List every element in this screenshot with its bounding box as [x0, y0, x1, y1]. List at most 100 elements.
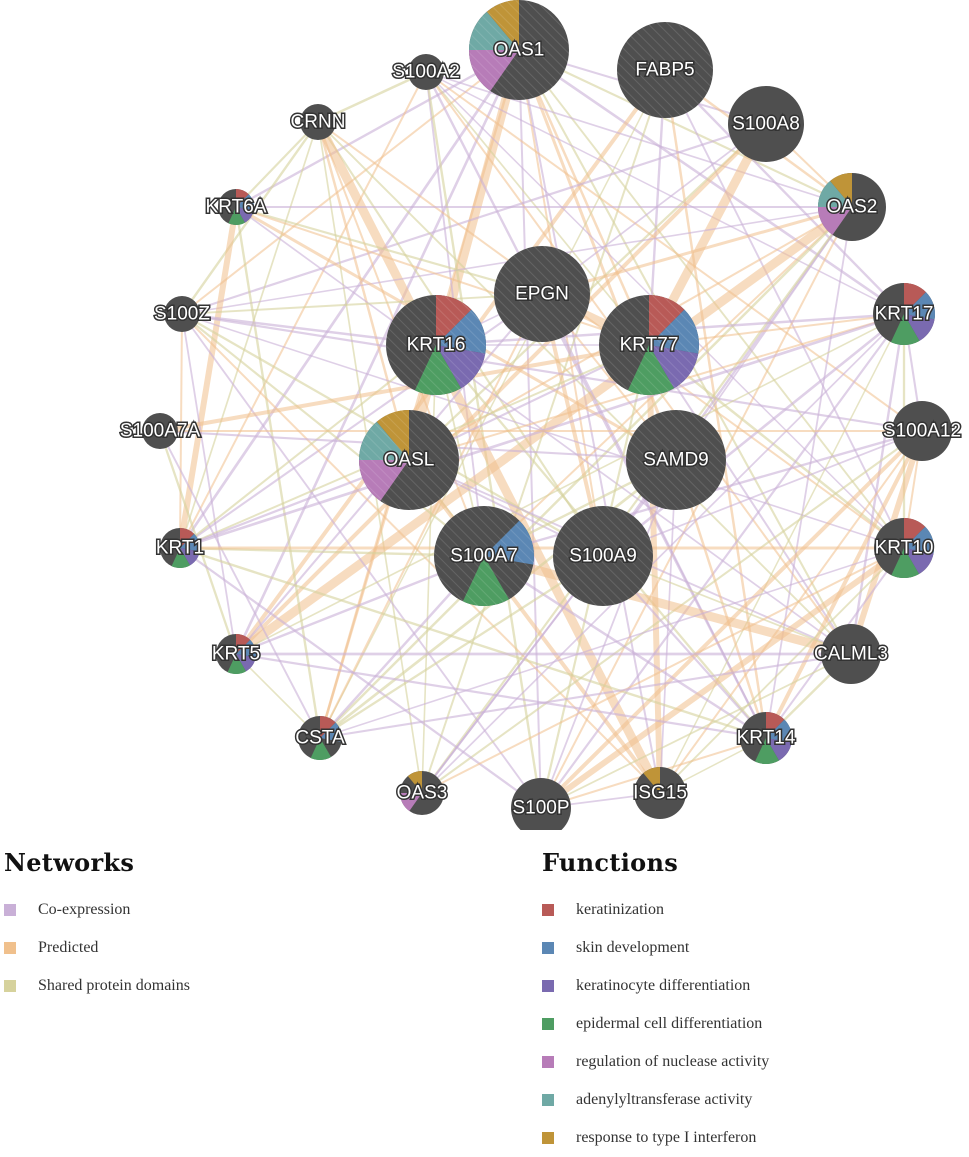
edge-coexpression [518, 49, 661, 794]
edge-predicted [159, 343, 650, 433]
legend-item-predicted: Predicted [4, 929, 190, 967]
function-slice-epidermal-cell-differentiation [171, 548, 190, 569]
edge-coexpression [602, 312, 905, 558]
gene-node-krt6a[interactable]: KRT6A [204, 189, 268, 225]
edge-coexpression [235, 652, 767, 740]
edge-shared-protein-domains [317, 121, 852, 655]
gene-node-krt17[interactable]: KRT17 [873, 283, 936, 346]
gene-label: KRT14 [737, 728, 796, 749]
gene-node-oasl[interactable]: OASL [359, 410, 459, 510]
function-slice-skin-development [236, 194, 255, 211]
legend-item-label: keratinocyte differentiation [576, 977, 751, 994]
gene-node-krt14[interactable]: KRT14 [735, 712, 797, 764]
edge-coexpression [483, 554, 767, 740]
gene-node-krt16[interactable]: KRT16 [386, 295, 487, 396]
keratinization-swatch [542, 904, 554, 916]
edge-shared-protein-domains [659, 313, 905, 794]
gene-label: KRT5 [212, 644, 260, 665]
keratinocyte-differentiation-swatch [542, 980, 554, 992]
gene-node-s100a7a[interactable]: S100A7A [118, 413, 202, 449]
edge-coexpression [319, 652, 852, 740]
gene-node-s100a9[interactable]: S100A9 [553, 506, 653, 606]
gene-node-crnn[interactable]: CRNN [289, 104, 347, 140]
edge-predicted [425, 71, 923, 432]
function-slice-keratinization [320, 716, 336, 738]
gene-label: CRNN [291, 112, 346, 133]
legend-item-keratinization: keratinization [542, 891, 769, 929]
gene-node-circle [142, 413, 178, 449]
edge-coexpression [518, 48, 905, 316]
edge-shared-protein-domains [235, 205, 543, 296]
edge-coexpression [181, 313, 542, 809]
gene-node-s100a2[interactable]: S100A2 [391, 54, 461, 90]
functions-legend: Functions keratinization skin developmen… [542, 848, 769, 1157]
gene-node-circle [408, 54, 444, 90]
gene-node-calml3[interactable]: CALML3 [813, 624, 889, 684]
edge-predicted [179, 71, 427, 549]
legend-item-label: skin development [576, 939, 690, 956]
function-slice-regulation-of-nuclease-activity [818, 207, 852, 235]
network-edges [158, 48, 925, 811]
edge-coexpression [602, 430, 923, 557]
edge-coexpression [659, 459, 677, 794]
legend-item-label: Shared protein domains [38, 977, 190, 994]
gene-label: S100A2 [392, 62, 460, 83]
edge-coexpression [518, 49, 542, 809]
adenylyltransferase-activity-swatch [542, 1094, 554, 1106]
gene-node-oas2[interactable]: OAS2 [818, 173, 886, 241]
edge-predicted [482, 551, 853, 659]
gene-label: OAS2 [827, 197, 878, 218]
gene-node-krt77[interactable]: KRT77 [599, 295, 700, 396]
query-gene-hatch [494, 246, 590, 342]
edge-coexpression [178, 49, 521, 549]
edge-shared-protein-domains [234, 206, 322, 739]
function-slice-epidermal-cell-differentiation [891, 548, 919, 579]
regulation-of-nuclease-activity-swatch [542, 1056, 554, 1068]
edge-coexpression [234, 49, 521, 655]
legend-item-label: adenylyltransferase activity [576, 1091, 753, 1108]
gene-node-s100a7[interactable]: S100A7 [434, 506, 535, 607]
gene-node-s100p[interactable]: S100P [511, 778, 571, 830]
edge-shared-protein-domains [421, 206, 853, 794]
gene-node-s100a8[interactable]: S100A8 [728, 86, 804, 162]
function-slice-keratinization [236, 634, 251, 654]
gene-node-circle [728, 86, 804, 162]
gene-node-csta[interactable]: CSTA [294, 716, 346, 761]
gene-node-oas3[interactable]: OAS3 [395, 771, 449, 815]
function-slice-keratinocyte-differentiation [904, 314, 935, 341]
edge-predicted [421, 547, 905, 794]
edge-shared-protein-domains [421, 430, 923, 794]
legend-item-label: Co-expression [38, 901, 131, 918]
gene-node-circle [300, 104, 336, 140]
gene-node-fabp5[interactable]: FABP5 [617, 22, 713, 118]
edge-coexpression [235, 48, 520, 209]
gene-node-krt5[interactable]: KRT5 [210, 634, 262, 675]
legend-item-label: epidermal cell differentiation [576, 1015, 763, 1032]
edge-shared-protein-domains [425, 71, 650, 346]
gene-label: OAS1 [494, 40, 545, 61]
gene-node-samd9[interactable]: SAMD9 [626, 410, 726, 510]
gene-label: CSTA [295, 728, 345, 749]
gene-node-circle [511, 778, 571, 830]
gene-node-krt10[interactable]: KRT10 [873, 518, 935, 579]
edge-coexpression [181, 313, 237, 655]
function-slice-epidermal-cell-differentiation [310, 738, 331, 761]
gene-node-s100a12[interactable]: S100A12 [881, 401, 963, 461]
legend-item-label: keratinization [576, 901, 664, 918]
gene-node-s100z[interactable]: S100Z [153, 296, 212, 332]
gene-node-oas1[interactable]: OAS1 [469, 0, 569, 100]
edge-predicted [318, 344, 438, 739]
edge-shared-protein-domains [181, 313, 485, 557]
gene-node-krt1[interactable]: KRT1 [154, 528, 206, 569]
edge-predicted [407, 458, 662, 795]
edge-coexpression [181, 312, 923, 433]
edge-coexpression [540, 459, 677, 809]
edge-shared-protein-domains [179, 344, 437, 549]
edge-shared-protein-domains [181, 293, 543, 315]
gene-node-isg15[interactable]: ISG15 [632, 766, 688, 819]
edge-shared-protein-domains [235, 313, 905, 655]
legend-item-coexpression: Co-expression [4, 891, 190, 929]
gene-node-epgn[interactable]: EPGN [494, 246, 590, 342]
